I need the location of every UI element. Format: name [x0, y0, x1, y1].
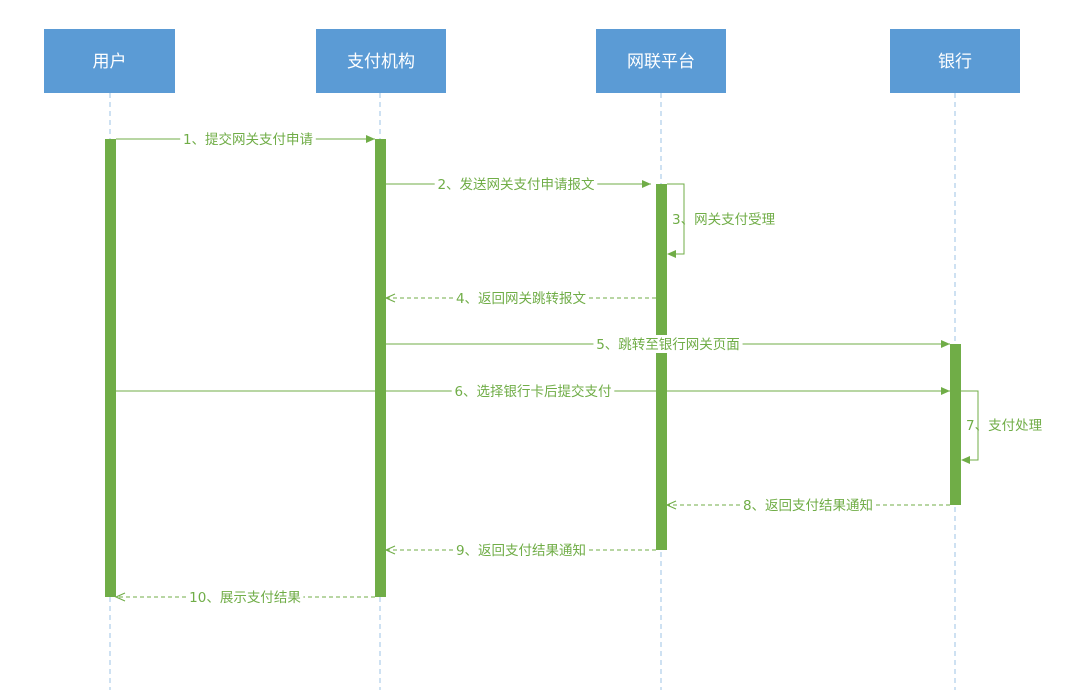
participant-label-unionpay: 网联平台: [627, 52, 695, 72]
message-label-bg-10: [186, 588, 304, 606]
activation-bars: [105, 139, 961, 597]
message-3: 3、网关支付受理: [667, 183, 776, 258]
message-label-9: 9、返回支付结果通知: [456, 542, 586, 559]
participant-box-bank: [890, 29, 1020, 93]
message-arrow-4: [384, 293, 396, 303]
message-label-10: 10、展示支付结果: [189, 590, 301, 606]
message-4: 4、返回网关跳转报文: [384, 289, 656, 307]
message-arrow-9: [384, 545, 396, 555]
message-arrow-10: [114, 592, 126, 602]
message-arrow-7: [961, 456, 970, 464]
participant-label-bank: 银行: [938, 52, 972, 72]
message-label-5: 5、跳转至银行网关页面: [596, 337, 740, 353]
activation-bar-unionpay: [656, 184, 667, 550]
message-label-8: 8、返回支付结果通知: [743, 497, 873, 514]
message-label-3: 3、网关支付受理: [672, 212, 776, 228]
message-2: 2、发送网关支付申请报文: [386, 175, 651, 193]
participant-bank: 银行: [890, 29, 1020, 93]
message-label-bg-9: [453, 541, 589, 559]
message-7: 7、支付处理: [961, 390, 1043, 464]
participant-label-user: 用户: [93, 52, 127, 72]
message-label-bg-1: [180, 130, 316, 148]
message-label-bg-4: [453, 289, 589, 307]
activation-bar-user: [105, 139, 116, 597]
message-label-1: 1、提交网关支付申请: [183, 131, 313, 148]
participants: 用户 支付机构 网联平台 银行: [44, 29, 1020, 93]
message-label-bg-2: [434, 175, 598, 193]
participant-label-payment: 支付机构: [347, 52, 415, 72]
message-arrow-3: [667, 250, 676, 258]
messages: 1、提交网关支付申请 2、发送网关支付申请报文 3、网关支付受理 4、返回网关跳转报文…: [114, 130, 1043, 606]
message-label-bg-5: [593, 335, 743, 353]
participant-box-user: [44, 29, 175, 93]
message-arrow-5: [941, 340, 950, 348]
message-1: 1、提交网关支付申请: [116, 130, 375, 148]
participant-payment: 支付机构: [316, 29, 446, 93]
message-label-bg-8: [740, 496, 876, 514]
message-label-6: 6、选择银行卡后提交支付: [454, 383, 611, 400]
participant-user: 用户: [44, 29, 175, 93]
activation-bar-bank: [950, 344, 961, 505]
message-arrow-1: [366, 135, 375, 143]
message-arrow-8: [665, 500, 677, 510]
participant-box-unionpay: [596, 29, 726, 93]
message-label-4: 4、返回网关跳转报文: [456, 291, 587, 307]
message-9: 9、返回支付结果通知: [384, 541, 656, 559]
message-10: 10、展示支付结果: [114, 588, 375, 606]
participant-unionpay: 网联平台: [596, 29, 726, 93]
activation-bar-payment: [375, 139, 386, 597]
participant-box-payment: [316, 29, 446, 93]
message-label-7: 7、支付处理: [966, 418, 1043, 434]
message-label-bg-6: [451, 382, 615, 400]
message-5: 5、跳转至银行网关页面: [386, 335, 950, 353]
message-arrow-6: [941, 387, 950, 395]
message-8: 8、返回支付结果通知: [665, 496, 950, 514]
message-label-2: 2、发送网关支付申请报文: [437, 177, 595, 193]
message-6: 6、选择银行卡后提交支付: [116, 382, 950, 400]
message-arrow-2: [642, 180, 651, 188]
